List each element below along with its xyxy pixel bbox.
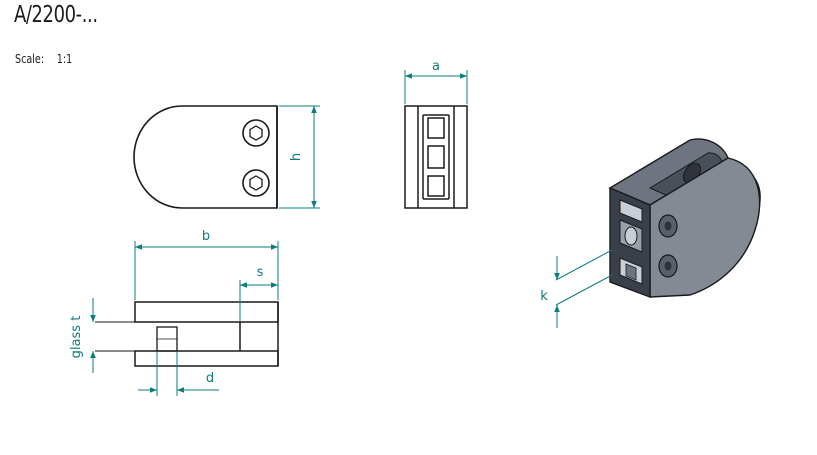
dim-label-s: s [257, 265, 264, 280]
dimension-k [554, 249, 613, 328]
dimension-h [279, 105, 320, 209]
isometric-view [608, 138, 761, 299]
iso-screw-bottom-icon [658, 254, 678, 278]
dim-label-glass-t: glass t [69, 316, 84, 359]
scale-row: Scale: 1:1 [15, 52, 82, 66]
dimension-a [404, 70, 468, 104]
scale-label: Scale: [15, 52, 45, 66]
dim-label-b: b [202, 229, 210, 244]
dim-label-a: a [432, 59, 440, 74]
section-view [95, 301, 279, 367]
screw-top-icon [242, 119, 270, 147]
dim-label-h: h [289, 153, 304, 161]
iso-screw-top-icon [658, 214, 678, 238]
front-view [133, 105, 278, 209]
dimension-d [138, 352, 219, 396]
side-view [404, 105, 468, 209]
screw-bottom-icon [242, 169, 270, 197]
drawing-title: A/2200-... [14, 2, 98, 28]
dim-label-k: k [540, 289, 548, 304]
dim-label-d: d [206, 371, 214, 386]
scale-value: 1:1 [56, 52, 73, 66]
dimension-s [239, 280, 279, 321]
